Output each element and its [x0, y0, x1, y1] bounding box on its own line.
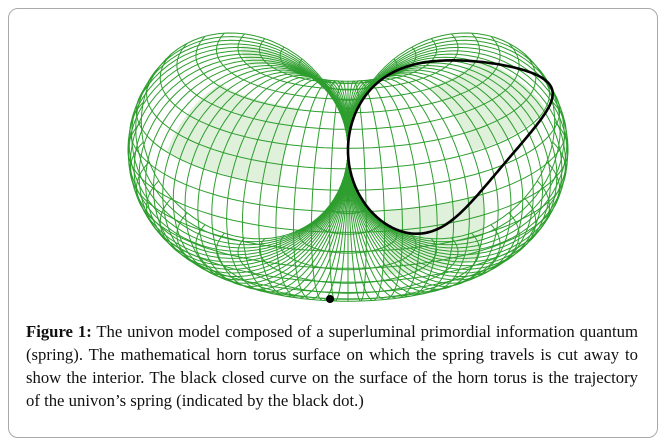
parallel-line: [129, 101, 567, 213]
parallel-line: [259, 238, 437, 284]
parallel-line: [176, 42, 520, 130]
parallel-line: [215, 32, 481, 100]
figure-caption-text: The univon model composed of a superlumi…: [26, 322, 638, 410]
shaded-patch: [241, 45, 322, 86]
parallel-line: [135, 83, 561, 191]
spring-dot: [326, 295, 334, 303]
horn-torus-surface: [127, 32, 569, 302]
parallel-line: [159, 197, 537, 294]
horn-torus-illustration: [127, 32, 569, 303]
parallel-line: [315, 217, 381, 235]
parallel-line: [127, 121, 569, 233]
parallel-line: [135, 161, 561, 269]
parallel-line: [195, 35, 501, 114]
figure-label: Figure 1:: [26, 322, 92, 341]
parallel-line: [145, 67, 551, 170]
parallel-line: [176, 212, 520, 300]
parallel-line: [129, 141, 567, 253]
figure-caption: Figure 1: The univon model composed of a…: [26, 320, 638, 412]
trajectory-curve: [346, 58, 554, 235]
parallel-line: [195, 224, 501, 302]
parallel-line: [279, 46, 417, 82]
parallel-line: [329, 203, 367, 215]
univon-trajectory: [326, 58, 554, 303]
parallel-line: [279, 235, 417, 271]
parallel-line: [237, 237, 459, 294]
parallel-line: [298, 228, 398, 254]
parallel-line: [145, 180, 551, 283]
figure-frame: [8, 8, 658, 438]
